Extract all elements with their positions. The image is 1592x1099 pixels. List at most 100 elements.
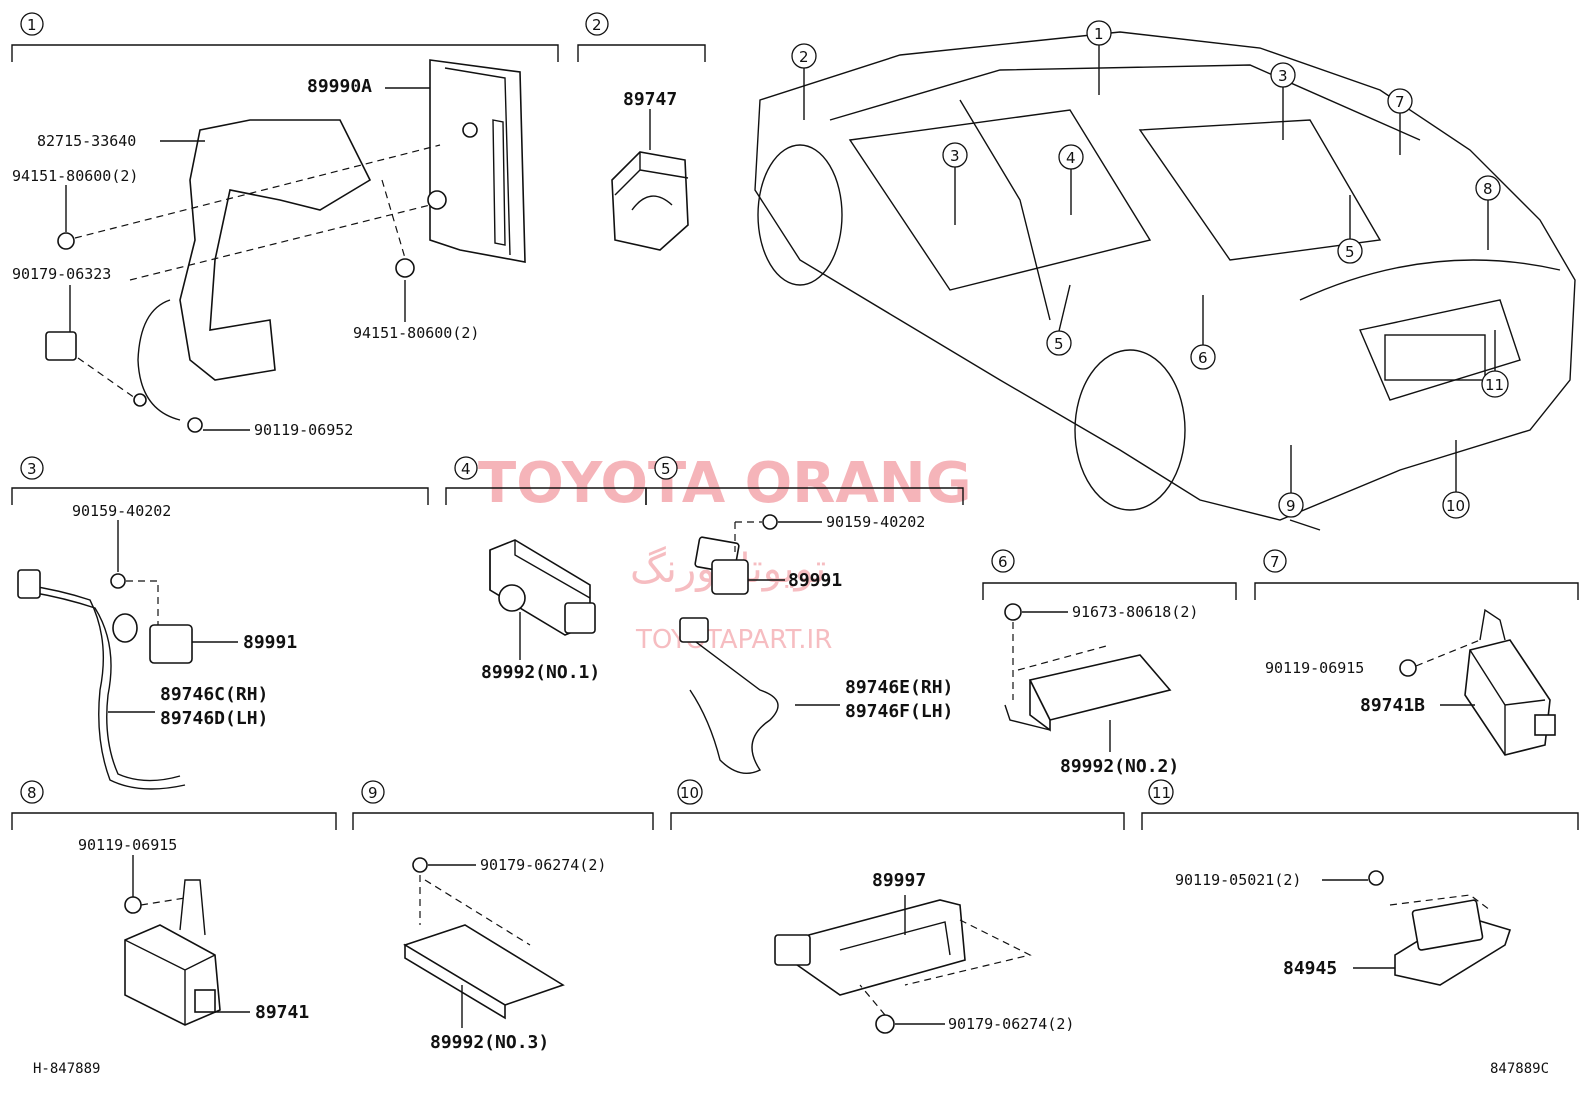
assembly-line-5 [734,521,762,552]
label-89997: 89997 [872,870,926,891]
car-callout-4: 4 [1058,144,1084,215]
ecu-89741B-edge [1469,649,1546,755]
assembly-line-8 [140,897,186,906]
section-7-bracket [1254,582,1579,600]
label-90119-06915-b: 90119-06915 [78,836,177,854]
section-8-number: 8 [27,784,37,802]
screw-3 [110,573,126,589]
handle-89997-connector [774,934,811,966]
section-3-number: 3 [27,460,37,478]
section-1-bracket [11,44,559,62]
label-90159-40202-a: 90159-40202 [72,502,171,520]
section-5-bracket [645,487,964,505]
car-callout-1: 1 [1086,20,1112,95]
bracket-wire [137,299,181,421]
bolt-8 [124,896,142,914]
assembly-line-1 [74,144,441,239]
svg-text:3: 3 [1278,67,1288,85]
screw-5 [762,514,778,530]
clip-9 [412,857,428,873]
svg-text:10: 10 [1446,497,1465,515]
label-89746D: 89746D(LH) [160,708,268,729]
section-1-number: 1 [27,16,37,34]
sensor-89991-a [149,624,193,664]
section-11-bracket [1141,812,1579,830]
svg-text:5: 5 [1345,243,1355,261]
svg-text:2: 2 [799,48,809,66]
ecu-stud-top [462,122,478,138]
assembly-line-2 [129,204,431,281]
car-callout-6: 6 [1190,295,1216,370]
section-10-drawing: 89997 90179-06274(2) [774,870,1074,1034]
handle-89997 [789,899,966,996]
ecu-89741B-connector [1534,714,1556,736]
car-callout-5a: 5 [1046,284,1072,356]
harness-3-inner [29,591,181,782]
relay-edge-2 [614,169,641,196]
section-7: 7 [1254,549,1579,600]
label-90179-06274-b: 90179-06274(2) [948,1015,1074,1033]
assembly-line-3 [381,179,406,259]
section-1: 1 [11,12,559,62]
assembly-line-9 [419,875,531,946]
section-4-badge [454,456,478,480]
ecu-89741B [1464,639,1551,756]
section-1-badge [20,12,44,36]
bolt-6 [1004,603,1022,621]
clip-nut [45,331,77,361]
harness-5 [679,629,779,774]
section-7-drawing: 90119-06915 89741B [1265,608,1556,756]
car-callout-3a: 3 [942,142,968,225]
section-10-number: 10 [680,784,699,802]
trunk-edge [1299,259,1561,301]
watermark-url: TOYOTAPART.IR [635,625,832,655]
label-84945: 84945 [1283,958,1337,979]
sensor-89991-b [711,559,749,595]
section-4: 4 [445,456,647,505]
antenna-no2-tab [1004,704,1051,731]
section-8: 8 [11,780,337,830]
car-callout-9: 9 [1278,445,1304,518]
bolt-11 [1368,870,1384,886]
mounting-bracket [179,119,372,381]
assembly-line-11 [1389,894,1491,911]
rear-wheel [1074,349,1186,511]
assembly-line-10 [859,919,1032,1016]
harness-5-connector [679,617,709,643]
section-5-badge [654,456,678,480]
section-6-drawing: 91673-80618(2) 89992(NO.2) [1004,603,1198,777]
harness-3 [24,584,186,790]
label-94151-80600-b: 94151-80600(2) [353,324,479,342]
ecu-box [429,59,526,263]
label-89991-b: 89991 [788,570,842,591]
ecu-89741B-bracket [1479,608,1506,641]
label-89747: 89747 [623,89,677,110]
section-5-number: 5 [661,460,671,478]
label-89992-no2: 89992(NO.2) [1060,756,1179,777]
label-89746F: 89746F(LH) [845,701,953,722]
label-82715-33640: 82715-33640 [37,132,136,150]
section-10-badge [677,779,703,805]
section-6-bracket [982,582,1237,600]
section-3-bracket [11,487,429,505]
section-3-badge [20,456,44,480]
trunk-plate [1359,299,1521,401]
label-89991-a: 89991 [243,632,297,653]
ecu-89741-connector [194,989,216,1013]
section-9-bracket [352,812,654,830]
svg-text:1: 1 [1094,25,1104,43]
label-90119-05021: 90119-05021(2) [1175,871,1301,889]
svg-text:6: 6 [1198,349,1208,367]
car-callout-11: 11 [1481,330,1509,398]
section-2-bracket [577,44,706,62]
svg-text:5: 5 [1054,335,1064,353]
section-7-badge [1263,549,1287,573]
label-89746E: 89746E(RH) [845,677,953,698]
nut-left [57,232,75,250]
svg-text:4: 4 [1066,149,1076,167]
section-5-drawing: 90159-40202 89991 89746E(RH) 89746F(LH) [679,513,953,774]
b-pillar [959,99,1051,321]
switch-84945-body [1411,899,1484,951]
clip-10 [875,1014,895,1034]
